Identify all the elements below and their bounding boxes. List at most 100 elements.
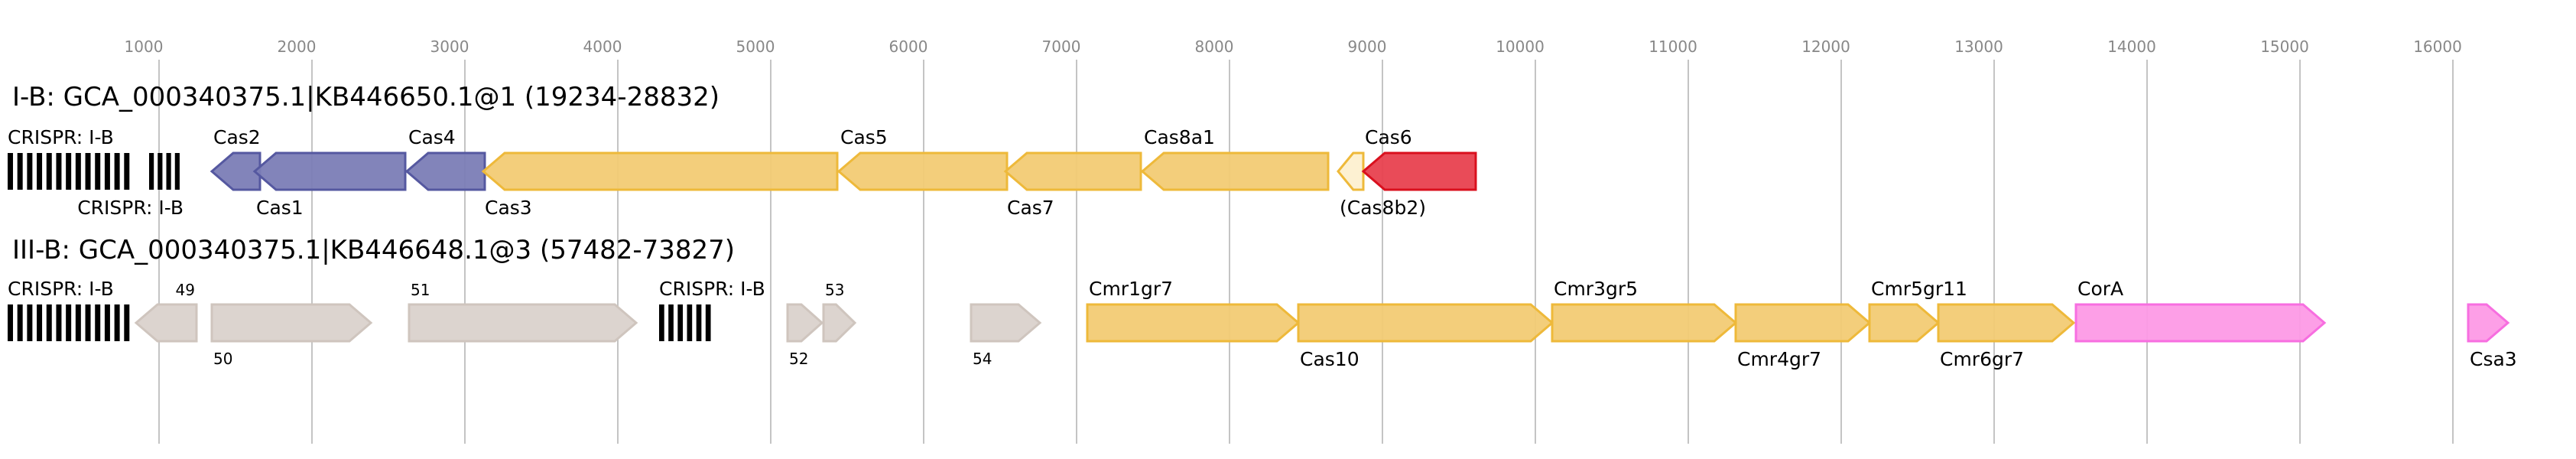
gene-arrow-cas8a1	[1140, 151, 1330, 191]
crispr-repeat	[104, 304, 110, 341]
crispr-label: CRISPR: I-B	[77, 197, 184, 219]
crispr-label: CRISPR: I-B	[659, 278, 765, 300]
crispr-array	[659, 304, 711, 341]
crispr-repeat	[17, 153, 23, 190]
crispr-repeat	[114, 304, 120, 341]
crispr-repeat	[75, 304, 81, 341]
crispr-label: CRISPR: I-B	[8, 278, 114, 300]
crispr-repeat	[27, 304, 33, 341]
gene-label: Cmr6gr7	[1940, 348, 2024, 370]
axis-tick-label: 2000	[278, 37, 317, 56]
crispr-array	[8, 153, 130, 190]
crispr-repeat	[8, 304, 13, 341]
crispr-repeat	[95, 153, 101, 190]
gene-label: Cas8a1	[1144, 126, 1215, 148]
axis-tick-label: 11000	[1649, 37, 1697, 56]
crispr-repeat	[149, 153, 154, 190]
crispr-repeat	[37, 304, 43, 341]
gene-label: 49	[176, 281, 195, 299]
gene-label: Cmr3gr5	[1554, 278, 1638, 300]
crispr-repeat	[66, 304, 72, 341]
crispr-repeat	[104, 153, 110, 190]
crispr-repeat	[85, 153, 91, 190]
gene-label: Csa3	[2470, 348, 2517, 370]
gene-label: Cas10	[1300, 348, 1359, 370]
gene-label: Cas5	[840, 126, 888, 148]
crispr-repeat	[95, 304, 101, 341]
gene-label: Cas7	[1007, 197, 1054, 219]
axis-tick-label: 1000	[125, 37, 164, 56]
gene-label: Cas3	[485, 197, 532, 219]
axis-tick-label: 9000	[1348, 37, 1387, 56]
crispr-repeat	[46, 304, 52, 341]
gene-arrow-cas6	[1361, 151, 1477, 191]
gene-label: CorA	[2077, 278, 2123, 300]
crispr-array	[8, 304, 130, 341]
gene-arrow-cas4	[404, 151, 486, 191]
gene-label: 50	[213, 350, 232, 368]
crispr-repeat	[114, 153, 120, 190]
gene-arrow-cas5	[836, 151, 1009, 191]
gene-arrow-cmr5gr11	[1868, 303, 1941, 343]
gene-arrow-cas8b2	[1337, 151, 1365, 191]
gene-label: 54	[973, 350, 992, 368]
crispr-repeat	[56, 304, 62, 341]
gene-label: 53	[825, 281, 844, 299]
gene-label: 52	[789, 350, 808, 368]
track-title: III-B: GCA_000340375.1|KB446648.1@3 (574…	[12, 235, 735, 265]
crispr-repeat	[46, 153, 52, 190]
gene-label: (Cas8b2)	[1340, 197, 1426, 219]
crispr-repeat	[37, 153, 43, 190]
crispr-repeat	[66, 153, 72, 190]
gene-arrow-53	[822, 303, 857, 343]
gene-arrow-51	[408, 303, 638, 343]
gene-arrow-52	[786, 303, 824, 343]
gene-label: Cmr5gr11	[1871, 278, 1967, 300]
gene-arrow-49	[134, 303, 198, 343]
gene-label: Cmr1gr7	[1089, 278, 1173, 300]
gene-arrow-cmr3gr5	[1551, 303, 1738, 343]
axis-tick-label: 8000	[1195, 37, 1234, 56]
axis-tick-label: 7000	[1042, 37, 1081, 56]
crispr-repeat	[85, 304, 91, 341]
gene-arrow-cmr1gr7	[1086, 303, 1301, 343]
crispr-repeat	[696, 304, 702, 341]
crispr-repeat	[75, 153, 81, 190]
crispr-repeat	[17, 304, 23, 341]
gene-label: Cmr4gr7	[1737, 348, 1821, 370]
crispr-repeat	[659, 304, 664, 341]
crispr-repeat	[166, 153, 171, 190]
gene-arrow-cas2	[210, 151, 261, 191]
crispr-repeat	[687, 304, 693, 341]
axis-tick-label: 3000	[430, 37, 469, 56]
gene-arrow-cmr6gr7	[1937, 303, 2076, 343]
crispr-repeat	[56, 153, 62, 190]
crispr-repeat	[27, 153, 33, 190]
axis-tick-label: 6000	[889, 37, 928, 56]
gene-arrow-50	[210, 303, 373, 343]
track-title: I-B: GCA_000340375.1|KB446650.1@1 (19234…	[12, 82, 720, 112]
crispr-repeat	[124, 153, 130, 190]
gene-arrow-cas3	[481, 151, 839, 191]
crispr-repeat	[677, 304, 684, 341]
gene-arrow-54	[970, 303, 1042, 343]
axis-tick-label: 15000	[2260, 37, 2309, 56]
crispr-array	[149, 153, 180, 190]
gene-arrow-cas7	[1003, 151, 1142, 191]
crispr-repeat	[174, 153, 180, 190]
gene-arrow-cora	[2074, 303, 2327, 343]
gene-arrow-cas10	[1297, 303, 1554, 343]
crispr-repeat	[8, 153, 13, 190]
crispr-repeat	[124, 304, 130, 341]
axis-tick-label: 4000	[583, 37, 622, 56]
gene-arrow-cas1	[252, 151, 407, 191]
axis-tick-label: 13000	[1954, 37, 2003, 56]
crispr-repeat	[705, 304, 711, 341]
gene-arrow-cmr4gr7	[1734, 303, 1872, 343]
gene-label: Cas6	[1365, 126, 1412, 148]
axis-tick-label: 16000	[2413, 37, 2462, 56]
gene-label: 51	[411, 281, 430, 299]
axis-tick-label: 5000	[736, 37, 775, 56]
